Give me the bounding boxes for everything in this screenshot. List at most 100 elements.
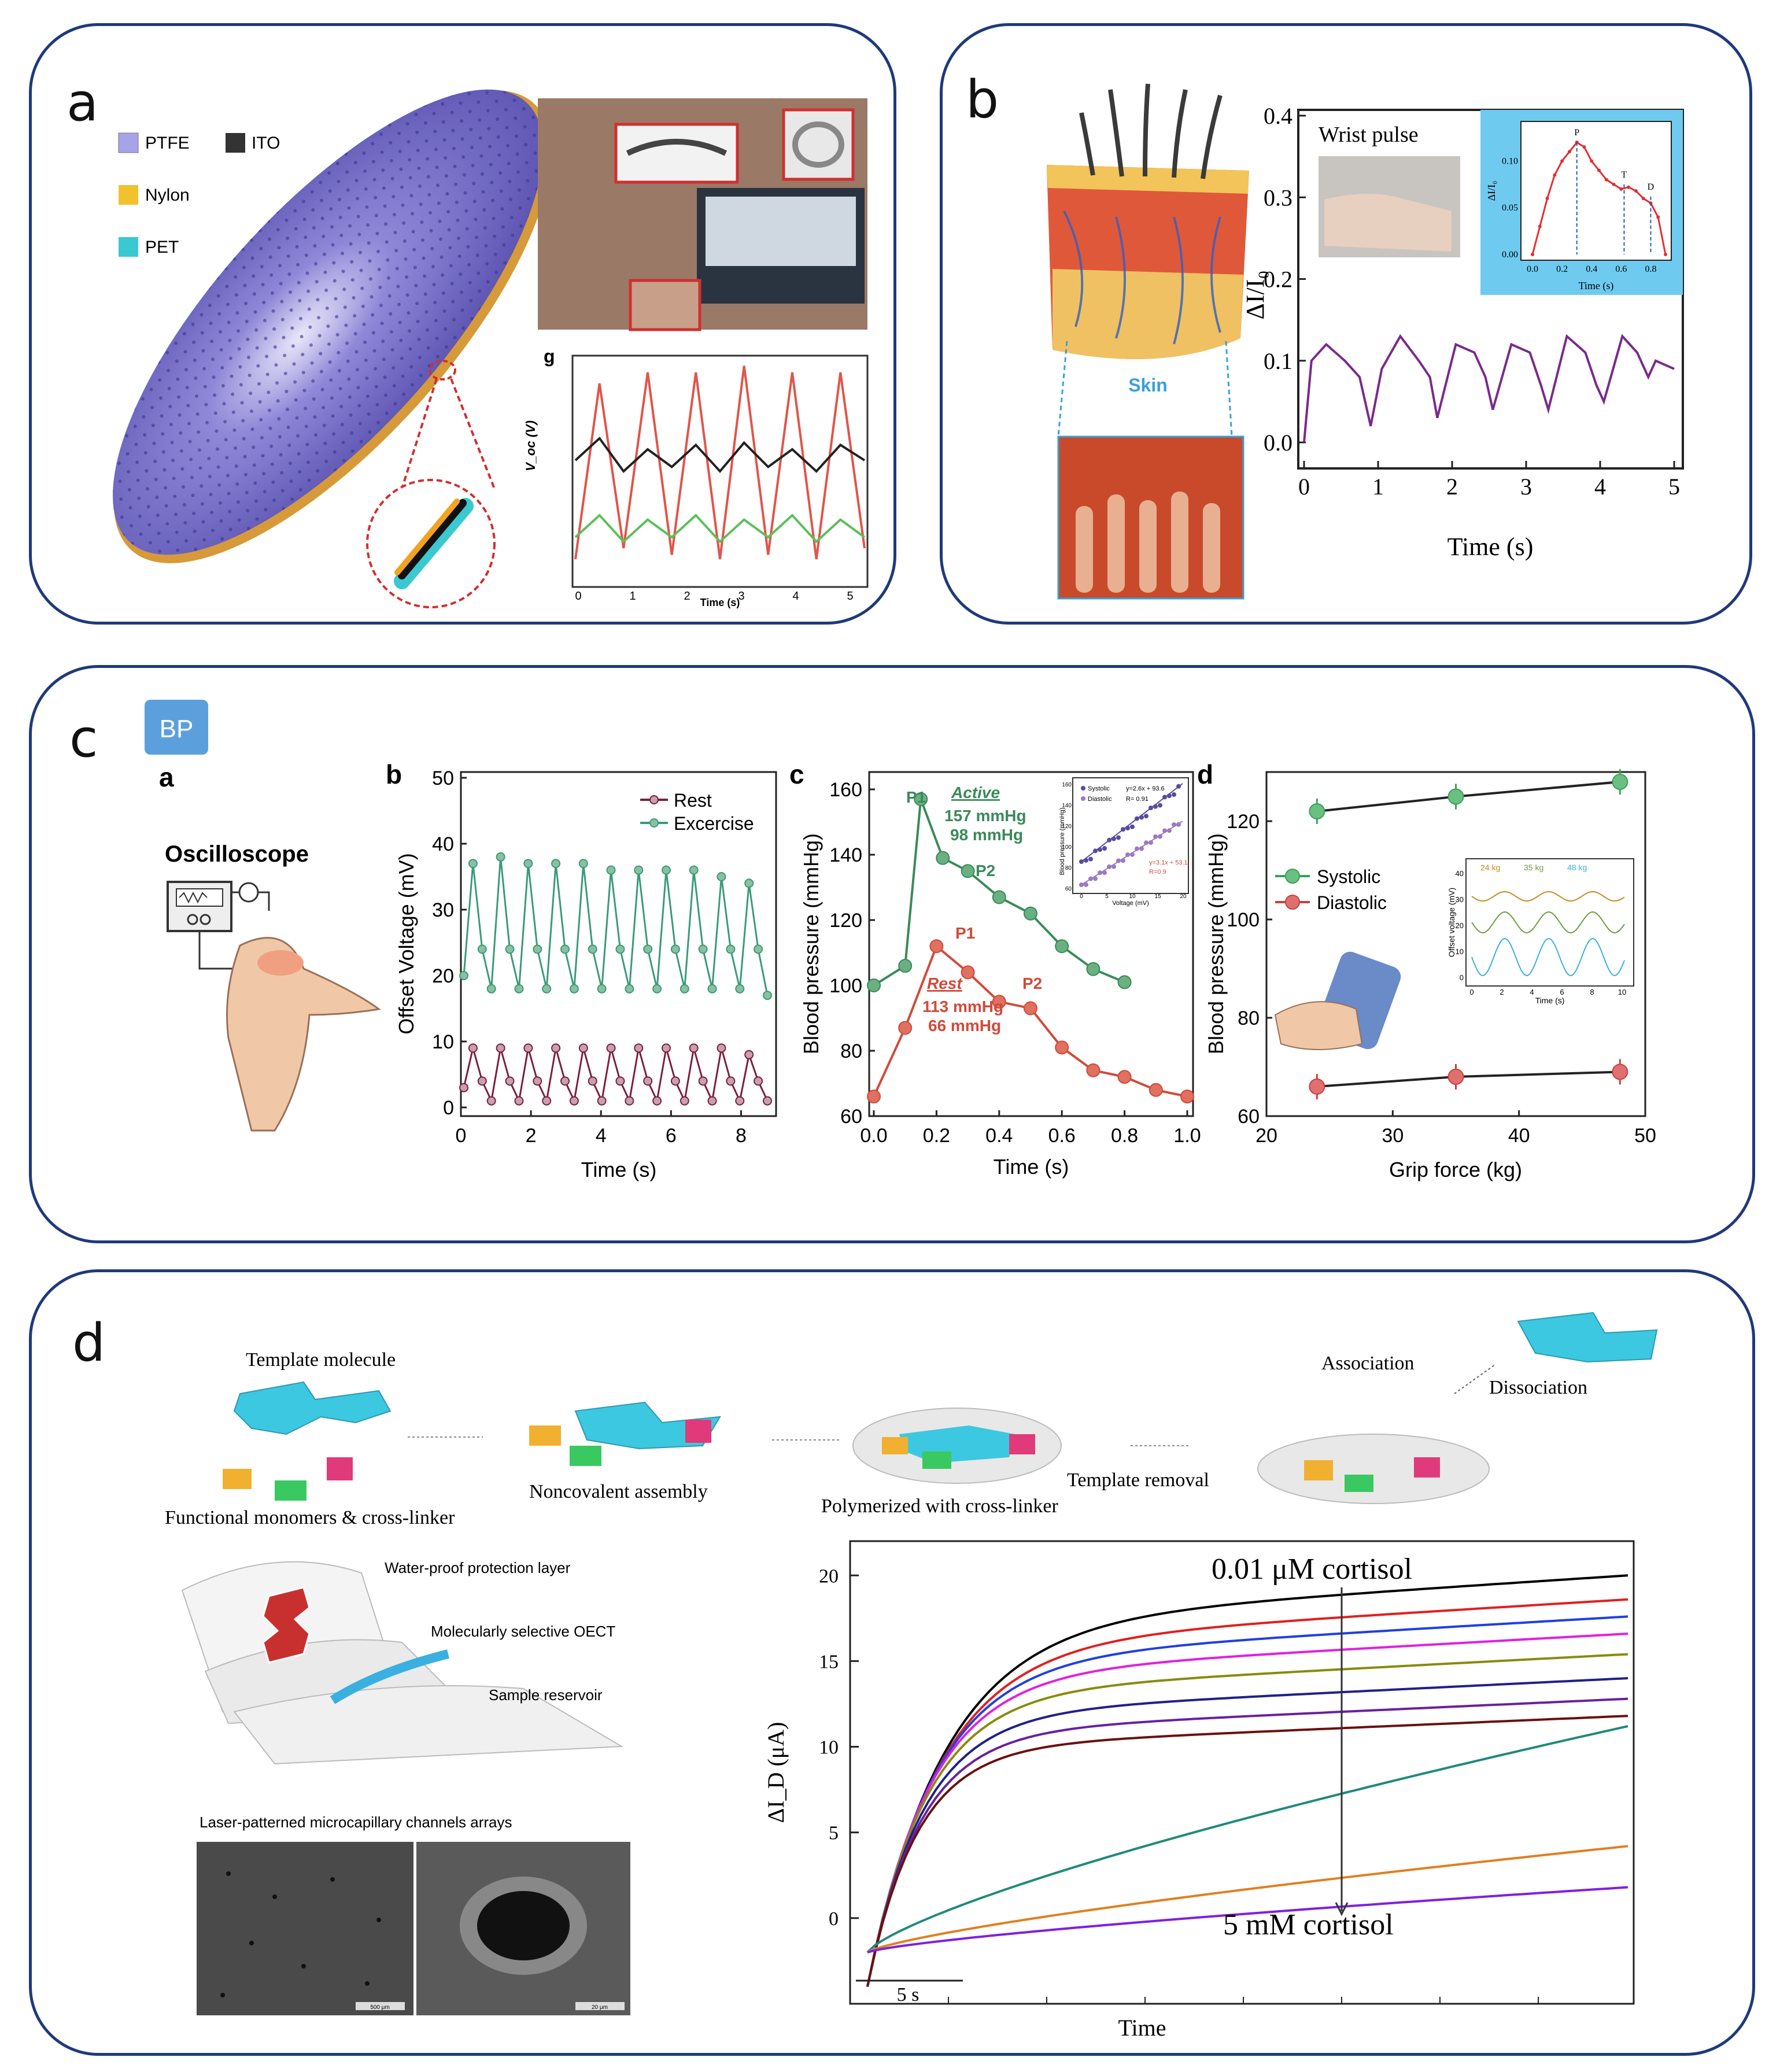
offset-point	[735, 1096, 745, 1106]
wrist-inset-point	[1641, 197, 1645, 201]
pulse-y-label: ΔI/I₀	[1241, 270, 1269, 319]
layer-waterproof-label: Water-proof protection layer	[385, 1559, 571, 1576]
offset-point	[514, 984, 524, 993]
grip-inset-y-tick: 20	[1456, 921, 1464, 930]
bp-time-point	[1117, 975, 1132, 989]
grip-line-1	[1317, 1070, 1620, 1088]
grip-point	[1447, 1069, 1464, 1085]
cortisol-y-tick: 10	[819, 1737, 839, 1759]
bp-time-point	[936, 851, 950, 865]
panel-d: d Template molecule Functional monomers …	[29, 1269, 1755, 2056]
pet-swatch	[119, 237, 138, 257]
offset-point	[551, 1043, 561, 1053]
offset-point	[615, 1076, 625, 1086]
offset-point	[735, 984, 745, 993]
bp-time-point	[898, 959, 913, 973]
polymerized-label: Polymerized with cross-linker	[821, 1495, 1058, 1517]
offset-point	[652, 1096, 662, 1106]
offset-point	[763, 991, 772, 1000]
grip-frame	[1265, 771, 1646, 1117]
bp-time-point	[992, 890, 1006, 904]
bp-time-point	[929, 939, 944, 954]
inset-systolic-point	[1130, 824, 1135, 829]
template-molecule-label: Template molecule	[246, 1349, 396, 1371]
cortisol-line-9	[867, 1845, 1628, 1953]
assembly-label: Noncovalent assembly	[529, 1481, 708, 1502]
bp-time-point	[992, 995, 1006, 1009]
offset-point	[670, 944, 680, 954]
cortisol-line-0	[866, 1574, 1628, 1987]
wrist-inset-point	[1664, 253, 1667, 256]
bp-badge-text: BP	[160, 715, 194, 743]
inset-systolic-point	[1172, 792, 1176, 797]
offset-point	[477, 944, 487, 954]
offset-point	[542, 1096, 552, 1106]
offset-point	[679, 1096, 689, 1106]
offset-point	[717, 872, 726, 881]
offset-x-tick: 4	[596, 1125, 607, 1147]
offset-point	[726, 1076, 736, 1086]
bp-time-point	[1180, 1089, 1194, 1104]
offset-voltage-frame	[460, 771, 777, 1117]
offset-point	[643, 944, 653, 954]
offset-point	[597, 984, 607, 993]
panel-c: c BP a Oscilloscope b Offset Voltage (mV…	[29, 665, 1755, 1243]
monomers-label: Functional monomers & cross-linker	[165, 1507, 455, 1528]
inset-systolic-fit	[1081, 783, 1183, 862]
bp-x-tick: 0.6	[1048, 1125, 1076, 1147]
wrist-inset-point	[1567, 150, 1571, 154]
offset-point	[560, 944, 570, 954]
inset-diastolic-point	[1135, 846, 1139, 851]
pulse-x-tick: 3	[1520, 474, 1532, 500]
pulse-x-label: Time (s)	[1447, 533, 1534, 561]
panel-a: a PTFE ITO Nylon PET	[29, 23, 896, 625]
bp-y-tick: 160	[829, 779, 862, 801]
cortisol-y-tick: 5	[829, 1823, 839, 1844]
offset-point	[496, 852, 505, 862]
offset-point	[542, 984, 552, 993]
sub-b-label: b	[386, 759, 402, 789]
offset-point	[505, 944, 515, 954]
rest-label: Rest	[927, 974, 963, 992]
grip-inset-y-tick: 10	[1456, 947, 1464, 956]
offset-point	[643, 1076, 653, 1086]
ito-swatch	[226, 133, 245, 153]
cortisol-y-label: ΔI_D (μA)	[763, 1722, 789, 1823]
offset-point	[689, 865, 699, 875]
rest-diastolic: 66 mmHg	[928, 1017, 1001, 1035]
offset-point	[652, 984, 662, 993]
offset-y-tick: 20	[432, 965, 454, 987]
fit-systolic: y=2.6x + 93.6	[1126, 785, 1165, 792]
offset-point	[533, 1076, 542, 1086]
offset-point	[662, 1043, 671, 1053]
pulse-y-tick: 0.4	[1264, 103, 1292, 129]
grip-device-illustration	[1274, 951, 1401, 1050]
cortisol-line-4	[866, 1653, 1628, 1987]
offset-y-tick: 30	[432, 899, 454, 921]
grip-inset-legend-24: 24 kg	[1480, 863, 1500, 872]
inset-bp-tick: 140	[1062, 803, 1072, 809]
grip-force-chart: d Blood pressure (mmHg) Grip force (kg) …	[1197, 759, 1656, 1181]
grip-point	[1309, 803, 1325, 819]
wrist-inset-annotation: D	[1648, 182, 1655, 192]
offset-point	[606, 865, 616, 875]
offset-point	[523, 1043, 533, 1053]
pulse-y-tick: 0.2	[1264, 267, 1292, 293]
offset-point	[486, 984, 496, 993]
grip-x-tick: 20	[1255, 1125, 1277, 1147]
inset-legend-systolic: Systolic	[1088, 785, 1110, 792]
pulse-x-tick: 1	[1372, 474, 1384, 500]
grip-x-label: Grip force (kg)	[1389, 1158, 1522, 1181]
grip-inset-x-tick: 10	[1618, 988, 1626, 996]
grip-inset-y-tick: 40	[1456, 869, 1464, 878]
cortisol-y-tick: 0	[829, 1908, 839, 1930]
bp-badge: BP	[145, 700, 208, 755]
wrist-inset-point	[1545, 197, 1549, 201]
offset-x-tick: 8	[736, 1125, 747, 1147]
cortisol-chart-frame	[849, 1540, 1635, 2005]
wrist-inset-x-tick: 0.2	[1556, 264, 1568, 274]
